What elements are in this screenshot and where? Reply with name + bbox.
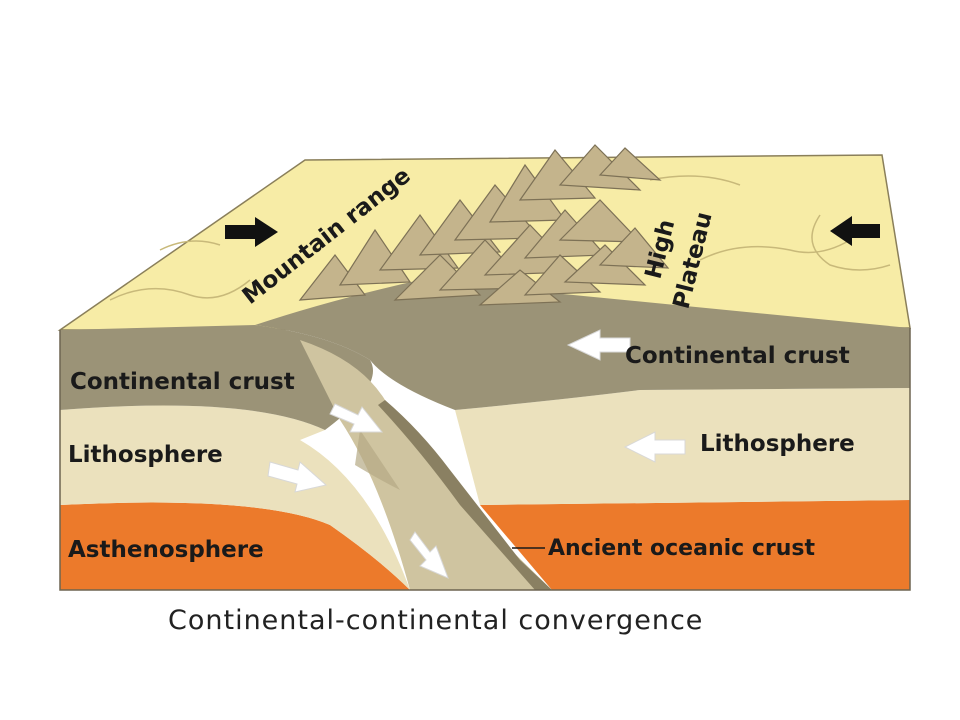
mountain-range: [298, 144, 670, 306]
label-ancient-oceanic-crust: Ancient oceanic crust: [548, 536, 816, 561]
slab-shadow: [355, 430, 400, 490]
surface-arrow-right: [830, 216, 880, 246]
label-lithosphere-right: Lithosphere: [700, 431, 855, 457]
diagram-caption: Continental-continental convergence: [168, 605, 703, 636]
asthenosphere-layer-right: [480, 500, 910, 590]
surface-cracks: [109, 175, 891, 301]
continental-crust-left: [60, 325, 373, 430]
label-asthenosphere: Asthenosphere: [68, 537, 264, 563]
label-continental-crust-left: Continental crust: [70, 369, 295, 395]
subducting-slab: [300, 340, 552, 590]
surface-arrow-left: [225, 217, 278, 247]
motion-arrows: [267, 329, 686, 579]
lithosphere-left: [60, 405, 410, 590]
ancient-oceanic-crust-band: [378, 400, 552, 590]
asthenosphere-layer: [60, 502, 410, 590]
label-continental-crust-right: Continental crust: [625, 343, 850, 369]
label-lithosphere-left: Lithosphere: [68, 442, 223, 468]
block-outline: [59, 328, 911, 591]
